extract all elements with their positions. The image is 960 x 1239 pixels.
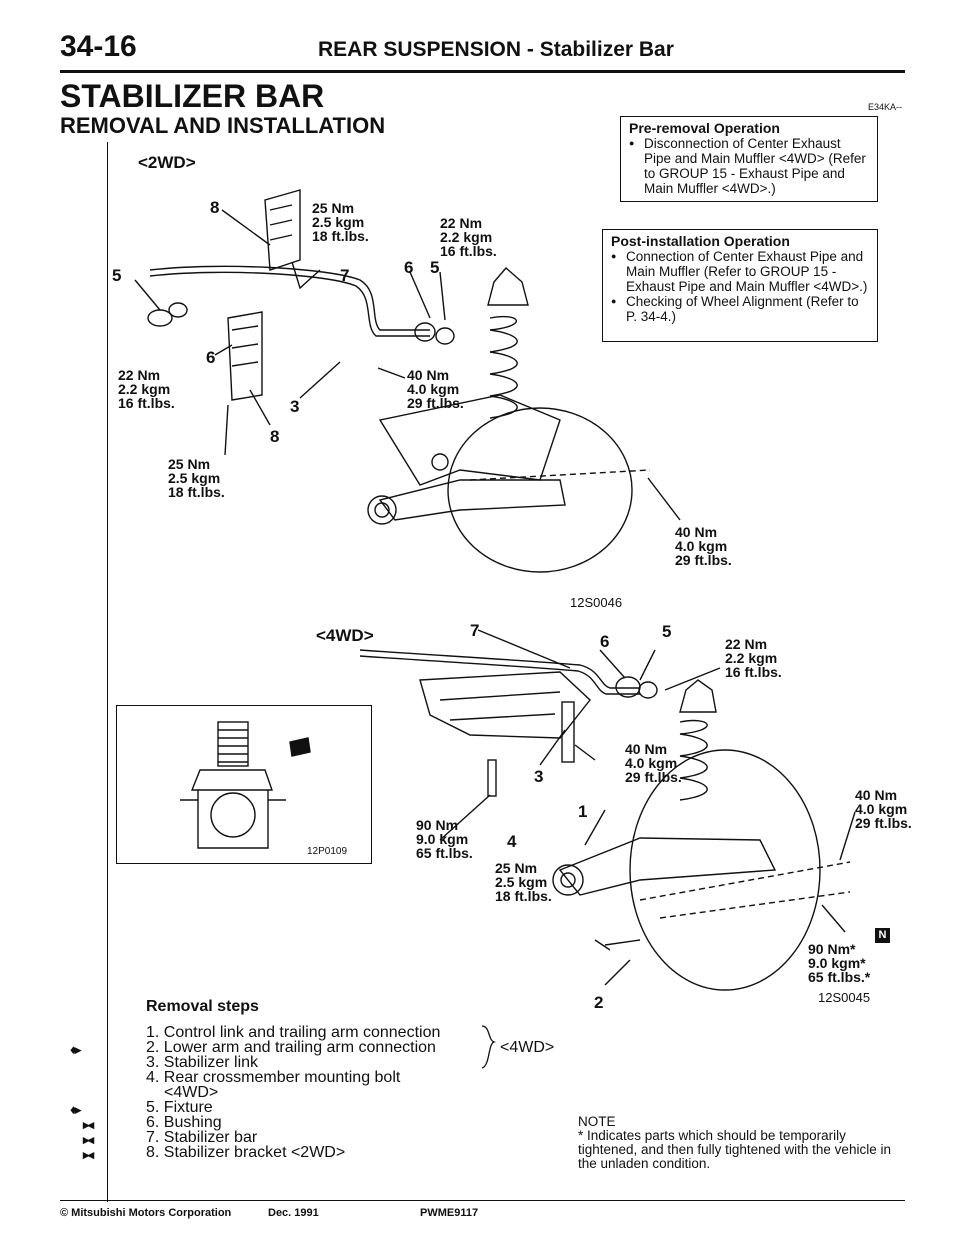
step-mark: ▸◂ bbox=[83, 1117, 94, 1132]
section-subtitle: REMOVAL AND INSTALLATION bbox=[60, 113, 386, 138]
post-installation-item: Checking of Wheel Alignment (Refer to P.… bbox=[611, 294, 869, 324]
wheel-2wd bbox=[447, 407, 633, 573]
step-mark: ▸◂ bbox=[83, 1132, 94, 1147]
torque-label: 40 Nm 4.0 kgm 29 ft.lbs. bbox=[675, 524, 732, 568]
part-number: 5 bbox=[112, 266, 122, 285]
part-number: 5 bbox=[430, 258, 440, 277]
stabilizer-bar-4wd bbox=[359, 649, 640, 689]
part-number: 5 bbox=[662, 622, 672, 641]
figure-code: 12S0045 bbox=[818, 990, 871, 1005]
part-number: 1 bbox=[578, 802, 588, 821]
diagram-2wd-label: <2WD> bbox=[138, 153, 196, 172]
removal-step: 8. Stabilizer bracket <2WD> bbox=[146, 1144, 346, 1161]
coil-spring-2wd bbox=[489, 315, 518, 419]
part-number: 7 bbox=[470, 621, 480, 640]
shock-absorber-4wd bbox=[679, 679, 717, 713]
inset-box bbox=[116, 705, 372, 864]
torque-label: 22 Nm 2.2 kgm 16 ft.lbs. bbox=[440, 215, 497, 259]
part-number: 8 bbox=[210, 198, 220, 217]
footer-copyright: © Mitsubishi Motors Corporation bbox=[60, 1207, 232, 1219]
ball-joint-inset-drawing bbox=[180, 721, 311, 849]
step-mark: ♦▸ bbox=[70, 1042, 81, 1057]
section-code: E34KA-- bbox=[868, 102, 903, 112]
removal-step: 2. Lower arm and trailing arm connection bbox=[146, 1039, 436, 1056]
step-mark: ♦▸ bbox=[70, 1102, 81, 1117]
part-number: 4 bbox=[507, 832, 517, 851]
part-number: 6 bbox=[600, 632, 610, 651]
pre-removal-box: Pre-removal Operation Disconnection of C… bbox=[620, 116, 878, 202]
removal-step: 4. Rear crossmember mounting bolt bbox=[146, 1069, 401, 1086]
part-number: 2 bbox=[594, 993, 604, 1012]
torque-label: 40 Nm 4.0 kgm 29 ft.lbs. bbox=[855, 787, 912, 831]
shock-absorber-2wd bbox=[487, 267, 529, 306]
part-number: 7 bbox=[340, 266, 350, 285]
torque-label: 25 Nm 2.5 kgm 18 ft.lbs. bbox=[495, 860, 552, 904]
left-margin-rule bbox=[107, 142, 108, 1202]
removal-step: 3. Stabilizer link bbox=[146, 1054, 259, 1071]
removal-step: 6. Bushing bbox=[146, 1114, 222, 1131]
figure-code: 12S0046 bbox=[570, 595, 623, 610]
removal-step: 1. Control link and trailing arm connect… bbox=[146, 1024, 441, 1041]
torque-label: 40 Nm 4.0 kgm 29 ft.lbs. bbox=[407, 367, 464, 411]
footer-rule bbox=[60, 1200, 905, 1201]
part-number: 6 bbox=[404, 258, 414, 277]
diagram-4wd-label: <4WD> bbox=[316, 626, 374, 645]
header-title: REAR SUSPENSION - Stabilizer Bar bbox=[318, 38, 674, 61]
removal-steps-title: Removal steps bbox=[146, 998, 259, 1015]
torque-label: 22 Nm 2.2 kgm 16 ft.lbs. bbox=[118, 367, 175, 411]
note-title: NOTE bbox=[578, 1114, 616, 1129]
coil-spring-4wd bbox=[679, 719, 708, 801]
post-installation-item: Connection of Center Exhaust Pipe and Ma… bbox=[611, 249, 869, 294]
removal-step: 5. Fixture bbox=[146, 1099, 213, 1116]
step-mark: ▸◂ bbox=[83, 1147, 94, 1162]
stabilizer-bar-2wd bbox=[149, 265, 430, 331]
torque-label: 22 Nm 2.2 kgm 16 ft.lbs. bbox=[725, 636, 782, 680]
trailing-arm-4wd bbox=[558, 837, 777, 896]
post-installation-title: Post-installation Operation bbox=[611, 233, 790, 249]
inset-code: 12P0109 bbox=[307, 846, 348, 857]
part-number: 3 bbox=[534, 767, 544, 786]
note-block: NOTE * Indicates parts which should be t… bbox=[578, 1115, 898, 1171]
wheel-4wd bbox=[629, 749, 821, 991]
footer-date: Dec. 1991 bbox=[268, 1207, 319, 1219]
torque-label: 25 Nm 2.5 kgm 18 ft.lbs. bbox=[312, 200, 369, 244]
section-title: STABILIZER BAR bbox=[60, 78, 325, 114]
removal-step: 7. Stabilizer bar bbox=[146, 1129, 258, 1146]
bracket-top-2wd bbox=[264, 189, 301, 271]
brace-label: <4WD> bbox=[500, 1039, 555, 1056]
torque-label: 90 Nm* 9.0 kgm* 65 ft.lbs.* bbox=[808, 941, 871, 985]
notice-badge: N bbox=[875, 928, 890, 943]
footer-code: PWME9117 bbox=[420, 1207, 479, 1219]
removal-step: <4WD> bbox=[164, 1084, 219, 1101]
bracket-bottom-2wd bbox=[227, 311, 263, 401]
lower-arm-2wd bbox=[378, 479, 566, 521]
part-number: 8 bbox=[270, 427, 280, 446]
torque-label: 90 Nm 9.0 kgm 65 ft.lbs. bbox=[416, 817, 473, 861]
note-text: * Indicates parts which should be tempor… bbox=[578, 1128, 891, 1171]
torque-label: 40 Nm 4.0 kgm 29 ft.lbs. bbox=[625, 741, 682, 785]
part-number: 3 bbox=[290, 397, 300, 416]
header-rule bbox=[60, 70, 905, 73]
part-number: 6 bbox=[206, 348, 216, 367]
post-installation-box: Post-installation Operation Connection o… bbox=[602, 229, 878, 342]
pre-removal-item: Disconnection of Center Exhaust Pipe and… bbox=[629, 136, 869, 196]
pre-removal-title: Pre-removal Operation bbox=[629, 120, 780, 136]
torque-label: 25 Nm 2.5 kgm 18 ft.lbs. bbox=[168, 456, 225, 500]
page-number: 34-16 bbox=[60, 30, 137, 63]
